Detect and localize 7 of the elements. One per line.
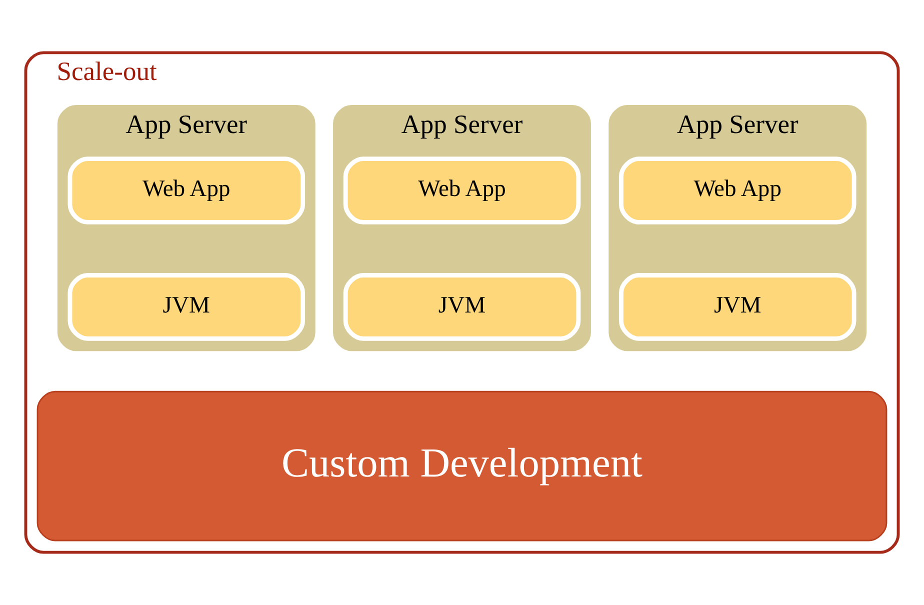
node-box: Web App	[68, 156, 306, 224]
node-box: Custom Development	[36, 390, 888, 542]
node-box: JVM	[68, 273, 306, 341]
node-box: JVM	[343, 273, 581, 341]
node-box: Web App	[618, 156, 856, 224]
node-box: Web App	[343, 156, 581, 224]
node-box: JVM	[618, 273, 856, 341]
